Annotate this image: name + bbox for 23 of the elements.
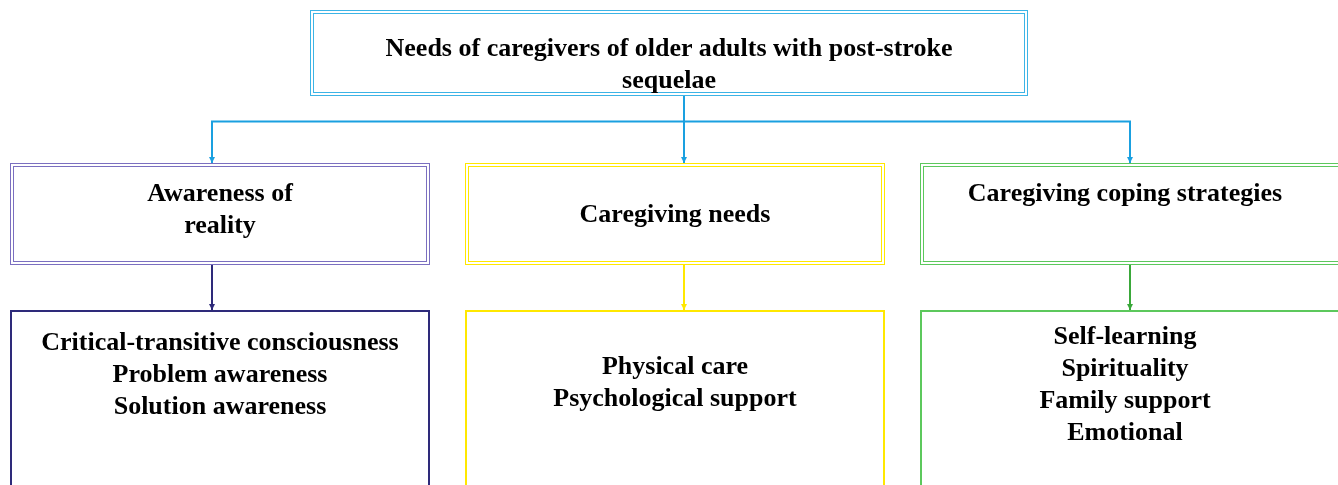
item-text: Critical-transitive consciousness [41,326,399,358]
detail-box [10,310,430,485]
item-text: Problem awareness [112,358,328,390]
item-text: Self-learning [1053,320,1197,352]
detail-box [920,310,1338,485]
heading-text: Caregiving needs [579,198,771,230]
item-text: Psychological support [553,382,797,414]
arrow [681,264,687,311]
item-text: Emotional [1067,416,1183,448]
category-box [920,163,1338,265]
item-text: Solution awareness [113,390,327,422]
item-text: Spirituality [1061,352,1189,384]
item-text: Family support [1039,384,1211,416]
heading-text: Caregiving coping strategies [967,177,1283,209]
arrow [209,264,215,311]
title-text: Needs of caregivers of older adults with post-stroke sequelae [384,32,954,96]
root-box [310,10,1028,96]
heading-text: Awareness of reality [146,177,295,241]
category-box [10,163,430,265]
item-text: Physical care [601,350,749,382]
category-box [465,163,885,265]
arrow [1127,264,1133,311]
detail-box [465,310,885,485]
